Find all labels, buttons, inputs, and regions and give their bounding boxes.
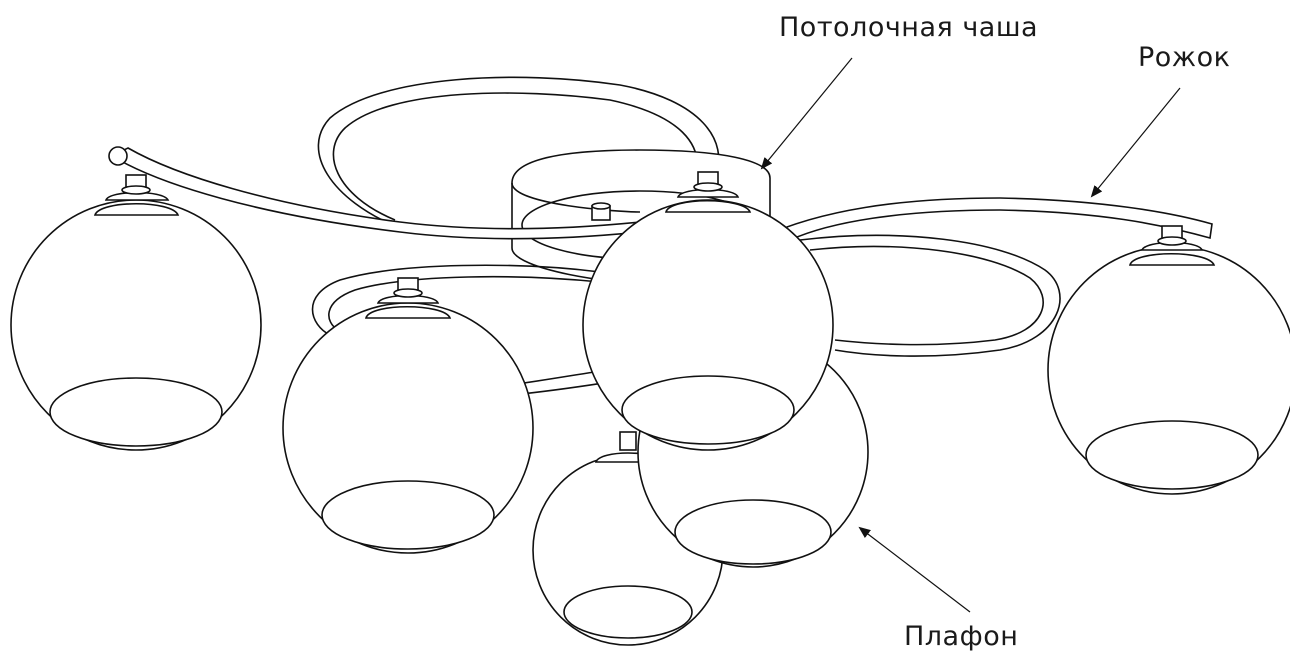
upper-arm-loop [317, 76, 720, 229]
label-ceiling-bowl: Потолочная чаша [779, 12, 1039, 43]
arrow-arm [1090, 87, 1181, 198]
arrow-ceiling-bowl [760, 57, 853, 170]
label-shade: Плафон [904, 621, 1019, 652]
globe-far-right [1047, 225, 1290, 495]
right-arm [759, 197, 1213, 357]
globe-far-left [10, 174, 262, 451]
globe-left-middle [282, 277, 534, 554]
globe-center [582, 171, 834, 451]
label-arm: Рожок [1138, 42, 1231, 73]
arrow-shade [858, 526, 971, 613]
